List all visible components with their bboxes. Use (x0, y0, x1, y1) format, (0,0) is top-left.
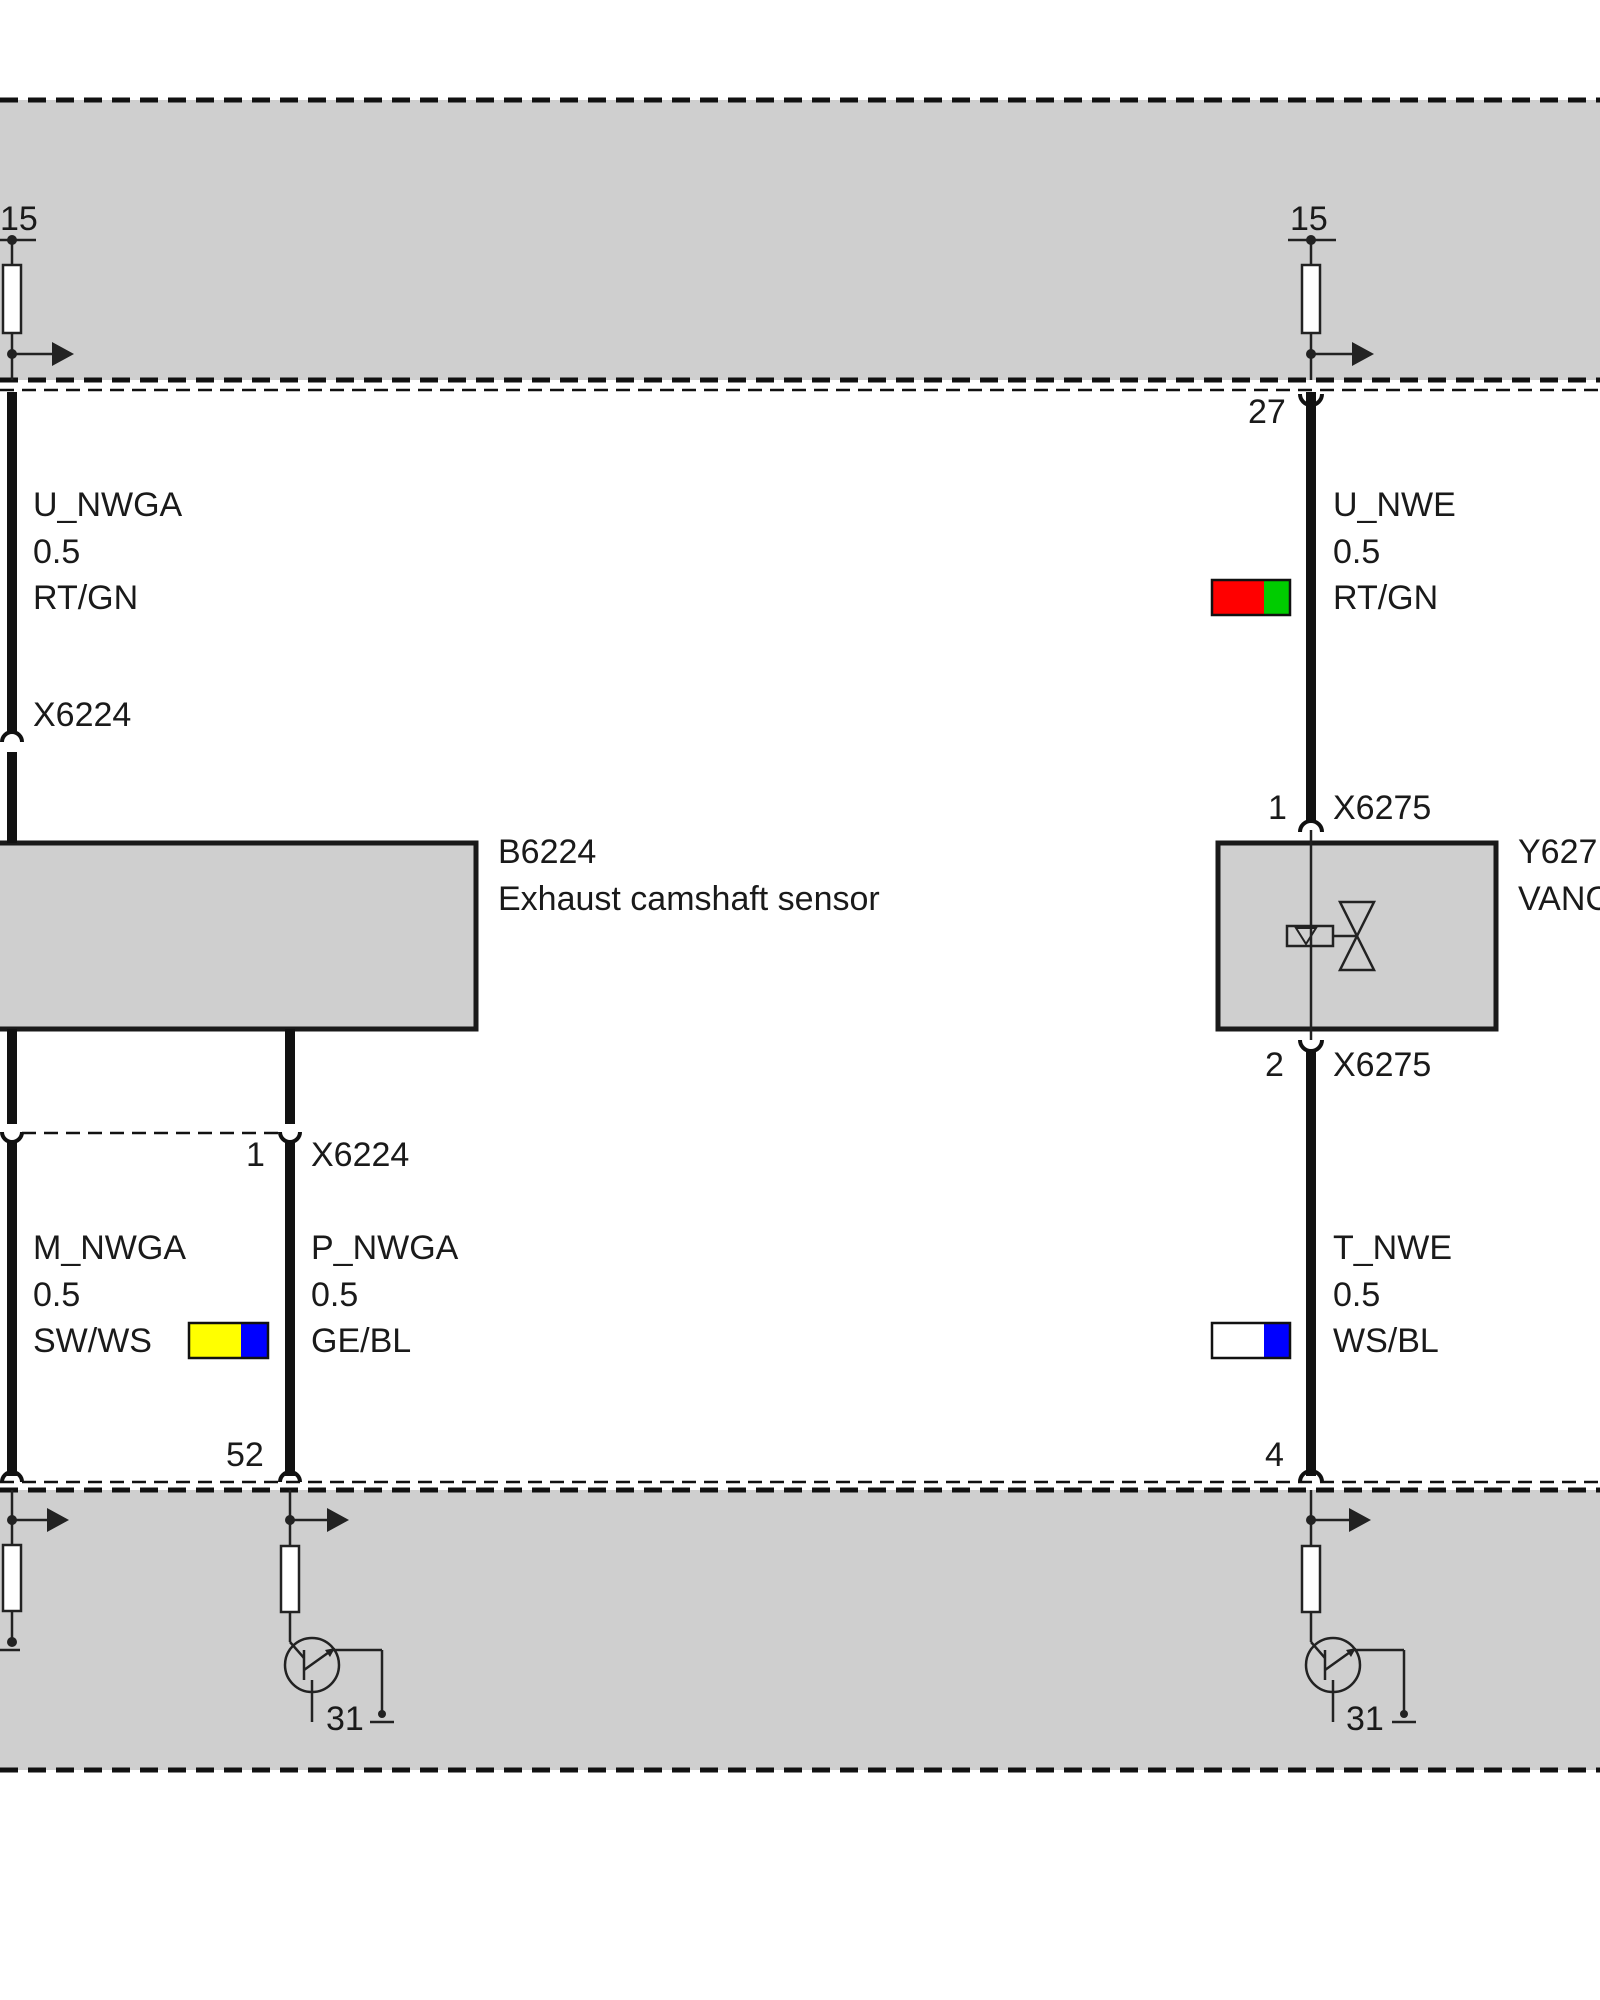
left-output-arrow-icon (52, 342, 74, 366)
middle-bottom-arrow-icon (327, 1508, 349, 1532)
left-pullup-circuit: 15 (0, 200, 74, 380)
y6275-name: VANC (1518, 880, 1600, 918)
left-terminal-15: 15 (0, 200, 38, 238)
u-nwe-swatch-stripe (1264, 580, 1290, 615)
right-terminal-15: 15 (1290, 200, 1328, 238)
x6224-bottom-connector: X6224 (311, 1136, 409, 1174)
right-transistor-circuit: 31 (1300, 1490, 1416, 1738)
t-nwe-color-swatch (1210, 1321, 1292, 1360)
t-nwe-swatch-primary (1212, 1323, 1264, 1358)
x6275-top-connector: X6275 (1333, 789, 1431, 827)
x6224-top-plug-icon (0, 730, 24, 743)
wire-u-nwe: 27 U_NWE 0.5 RT/GN 1 X6275 (1210, 392, 1456, 833)
x6224-top-connector: X6224 (33, 696, 131, 734)
right-bottom-resistor (1300, 1544, 1322, 1614)
middle-ground-31: 31 (326, 1700, 364, 1738)
right-ground-31: 31 (1346, 1700, 1384, 1738)
right-bottom-arrow-icon (1349, 1508, 1371, 1532)
left-bottom-arrow-icon (47, 1508, 69, 1532)
pin-x6275-1: 1 (1268, 789, 1287, 827)
pin-4: 4 (1265, 1436, 1284, 1474)
x6275-top-plug-icon (1298, 819, 1324, 833)
u-nwe-swatch-primary (1212, 580, 1264, 615)
component-b6224: B6224 Exhaust camshaft sensor (0, 833, 880, 1032)
b6224-name: Exhaust camshaft sensor (498, 880, 880, 918)
p-nwga-gauge: 0.5 (311, 1276, 358, 1314)
wire-t-nwe: 2 X6275 T_NWE 0.5 WS/BL 4 (1210, 1039, 1452, 1483)
p-nwga-color-swatch (187, 1321, 270, 1360)
middle-resistor (279, 1544, 301, 1614)
x6275-bottom-connector: X6275 (1333, 1046, 1431, 1084)
p-nwga-swatch-stripe (241, 1323, 268, 1358)
u-nwe-signal: U_NWE (1333, 486, 1456, 524)
m-nwga-signal: M_NWGA (33, 1229, 186, 1267)
valve-icon (1285, 830, 1377, 1040)
pin-27: 27 (1248, 393, 1286, 431)
p-nwga-color: GE/BL (311, 1322, 411, 1360)
t-nwe-signal: T_NWE (1333, 1229, 1452, 1267)
x6224-bottom-plug-icon (278, 1131, 302, 1144)
right-output-arrow-icon (1352, 342, 1374, 366)
u-nwe-gauge: 0.5 (1333, 533, 1380, 571)
y6275-id: Y627 (1518, 833, 1597, 871)
middle-transistor-circuit: 31 (279, 1490, 394, 1738)
u-nwe-color-swatch (1210, 578, 1292, 617)
left-resistor (1, 263, 23, 335)
p-nwga-signal: P_NWGA (311, 1229, 459, 1267)
wire-p-nwga: 1 X6224 P_NWGA 0.5 GE/BL 52 (187, 1029, 459, 1483)
u-nwga-color: RT/GN (33, 579, 138, 617)
top-band-fill (0, 100, 1600, 380)
top-control-unit: 15 15 (0, 97, 1600, 392)
bottom-control-unit: 31 31 (0, 1480, 1600, 1773)
m-nwga-color: SW/WS (33, 1322, 152, 1360)
bottom-band-fill (0, 1490, 1600, 1770)
wire-u-nwga: U_NWGA 0.5 RT/GN X6224 (0, 392, 183, 843)
t-nwe-swatch-stripe (1264, 1323, 1290, 1358)
b6224-housing (0, 840, 479, 1032)
t-nwe-gauge: 0.5 (1333, 1276, 1380, 1314)
x6275-bottom-plug-icon (1298, 1039, 1324, 1053)
u-nwga-gauge: 0.5 (33, 533, 80, 571)
left-bottom-resistor (1, 1543, 23, 1613)
pin-52: 52 (226, 1436, 264, 1474)
right-resistor (1300, 263, 1322, 335)
left-ground-circuit (0, 1490, 69, 1652)
component-y6275: Y627 VANC (1215, 830, 1600, 1040)
u-nwga-signal: U_NWGA (33, 486, 183, 524)
b6224-id: B6224 (498, 833, 596, 871)
u-nwe-color: RT/GN (1333, 579, 1438, 617)
right-pullup-circuit: 15 (1288, 200, 1374, 380)
wire-m-nwga: M_NWGA 0.5 SW/WS (0, 1029, 280, 1483)
m-nwga-gauge: 0.5 (33, 1276, 80, 1314)
p-nwga-swatch-primary (189, 1323, 241, 1358)
pin-x6275-2: 2 (1265, 1046, 1284, 1084)
t-nwe-color: WS/BL (1333, 1322, 1439, 1360)
pin-x6224-1: 1 (246, 1136, 265, 1174)
